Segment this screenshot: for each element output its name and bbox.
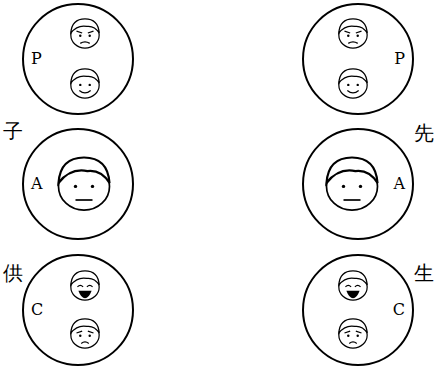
ego-state-letter: P: [31, 51, 42, 67]
side-character: 供: [3, 262, 23, 284]
ego-state-letter: P: [394, 51, 405, 67]
side-character: 先: [414, 122, 434, 144]
ego-state-letter: A: [393, 176, 405, 192]
ego-state-circle: C: [302, 254, 414, 366]
ego-state-letter: C: [393, 302, 405, 318]
ego-state-circle: A: [22, 128, 134, 240]
side-character: 生: [414, 262, 434, 284]
ego-state-letter: A: [31, 176, 43, 192]
ego-state-letter: C: [31, 302, 43, 318]
side-character: 子: [3, 120, 23, 142]
ego-state-circle: P: [302, 3, 414, 115]
ego-state-circle: P: [22, 3, 134, 115]
ego-state-circle: A: [302, 128, 414, 240]
ego-state-circle: C: [22, 254, 134, 366]
